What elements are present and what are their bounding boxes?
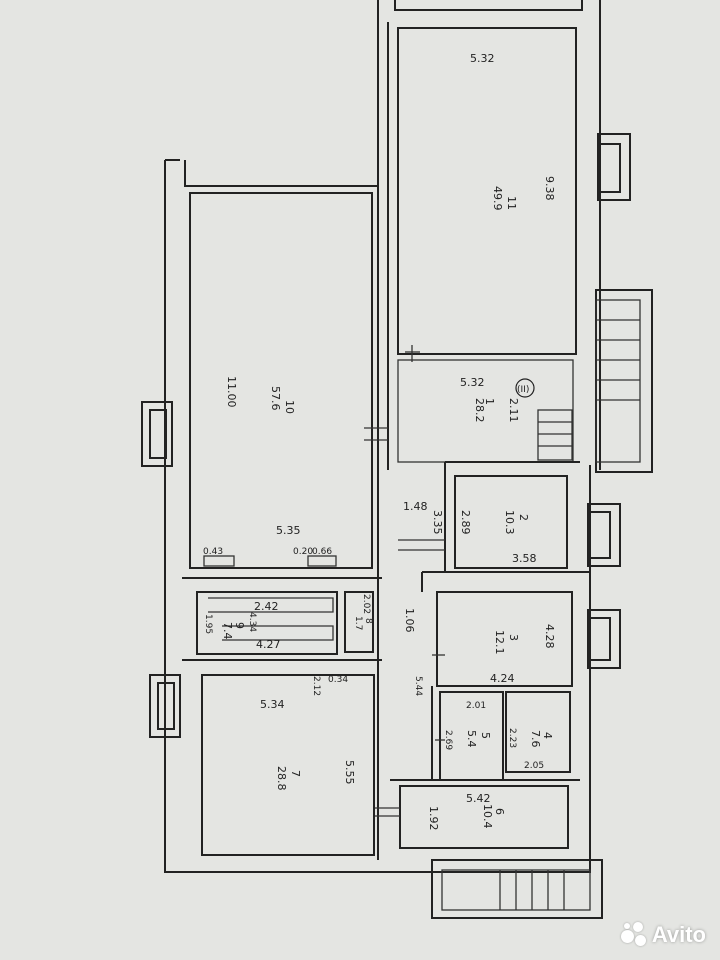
room-6-area: 10.4: [481, 804, 494, 829]
room-3-dim-length: 4.28: [543, 624, 556, 649]
room-10-dim-width: 5.35: [276, 524, 301, 537]
room-9-dim-bottom: 4.27: [256, 638, 281, 651]
room-5-number: 5: [479, 732, 492, 739]
room-1-area: 28.2: [473, 398, 486, 423]
room-10-dim-length: 11.00: [225, 376, 238, 408]
room-4-dim-width: 2.05: [524, 761, 544, 771]
room-6-number: 6: [493, 808, 506, 815]
room-6-dim-width: 5.42: [466, 792, 491, 805]
room-11-dim-width: 5.32: [470, 52, 495, 65]
room-8-number: 8: [363, 618, 373, 624]
room-4-dim-length: 2.23: [507, 728, 517, 748]
room-3-area: 12.1: [493, 630, 506, 655]
room-5-dim-width: 2.01: [466, 701, 486, 711]
room-outlines: [189, 27, 577, 856]
room-10-outline: [189, 192, 373, 569]
room-11-area: 49.9: [491, 186, 504, 211]
corridor-marker-icon: [515, 378, 535, 398]
door-marks: [364, 345, 445, 817]
room-9-area: 7.4: [221, 622, 234, 640]
label-020: 0.20: [293, 547, 313, 557]
room-5-dim-corridor: 5.44: [413, 676, 423, 696]
room-4-number: 4: [541, 732, 554, 739]
room-8-dim: 2.02: [361, 594, 371, 614]
stairs: [431, 289, 653, 919]
room-5-area: 5.4: [465, 730, 478, 748]
room-11-number: 11: [505, 196, 518, 210]
room-6-dim-length: 1.92: [427, 806, 440, 831]
room-9-dim-side: 1.95: [203, 614, 213, 634]
room-3-number: 3: [507, 634, 520, 641]
room-9-dim-top: 2.42: [254, 600, 279, 613]
label-043: 0.43: [203, 547, 223, 557]
room-1-dim-width: 5.32: [460, 376, 485, 389]
room-5-dim-length: 2.69: [443, 730, 453, 750]
room-10-number: 10: [283, 400, 296, 414]
room-3-dim-width: 4.24: [490, 672, 515, 685]
room-7-dim-notch: 2.12: [311, 676, 321, 696]
avito-brand-text: Avito: [651, 922, 706, 947]
room-8-area: 1.7: [353, 616, 363, 630]
room-2-dim-width: 3.58: [512, 552, 537, 565]
avito-watermark: Avito: [620, 922, 706, 948]
room-3-outline: [436, 591, 573, 687]
room-7-dim-width: 5.34: [260, 698, 285, 711]
room-7-dim-offset: 0.34: [328, 675, 348, 685]
room-9-number: 9: [233, 622, 246, 629]
partitions: [182, 186, 590, 860]
corridor-marker-label: (II): [517, 385, 529, 395]
room-7-area: 28.8: [275, 766, 288, 791]
room-labels: 5.32 11 49.9 9.38 5.32 1 28.2 2.11 (II) …: [203, 52, 556, 831]
room-2-outline: [454, 475, 568, 569]
room-4-area: 7.6: [529, 730, 542, 748]
avito-logo-icon: [620, 922, 647, 948]
room-7-dim-length: 5.55: [343, 760, 356, 785]
room-2-dim-door: 1.48: [403, 500, 428, 513]
room-1-number: 1: [483, 398, 496, 405]
room-9-dim-inner: 4.34: [247, 612, 257, 632]
room-2-dim-passage: 3.35: [431, 510, 444, 535]
room-3-dim-corridor: 1.06: [403, 608, 416, 633]
room-6-outline: [399, 785, 569, 849]
label-066: 0.66: [312, 547, 332, 557]
room-4-outline: [505, 691, 571, 773]
room-7-outline: [201, 674, 375, 856]
room-1-dim-length: 2.11: [507, 398, 520, 423]
window-bays: [141, 133, 631, 738]
room-2-dim-length: 2.89: [459, 510, 472, 535]
room-2-number: 2: [517, 514, 530, 521]
room-11-dim-length: 9.38: [543, 176, 556, 201]
room-11-outline: [397, 27, 577, 355]
room-8-outline: [344, 591, 374, 653]
room-2-area: 10.3: [503, 510, 516, 535]
room-10-area: 57.6: [269, 386, 282, 411]
room-9-outline: [196, 591, 338, 655]
room-7-number: 7: [289, 770, 302, 777]
